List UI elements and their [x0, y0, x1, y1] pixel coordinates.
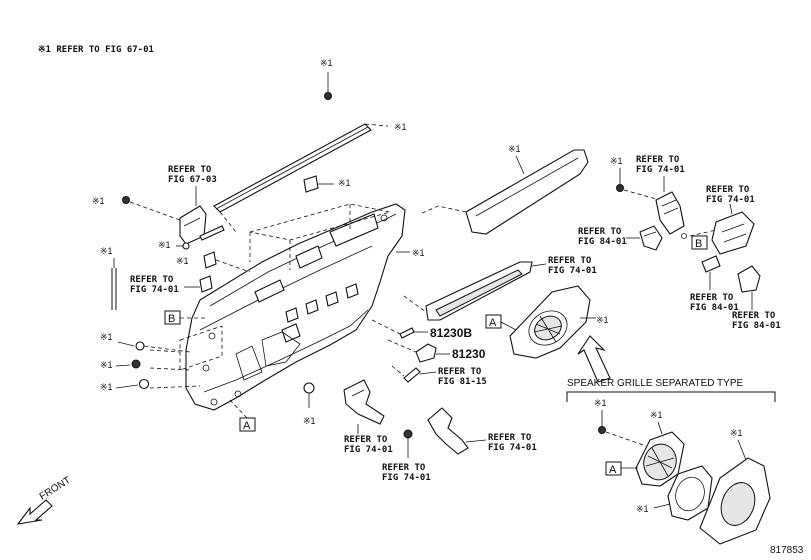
box-a-bottom-label: A — [243, 420, 251, 432]
screw-top-right — [616, 168, 661, 201]
ref-fig-67-03-line1: REFER TO — [168, 165, 212, 175]
arrow-up-icon — [577, 335, 611, 383]
upper-ornament — [419, 149, 589, 235]
ref-fig-74-01-bot1-line1: REFER TO — [344, 435, 388, 445]
clip-1 — [135, 341, 191, 353]
ref-fig-74-01-tr1-line1: REFER TO — [636, 155, 680, 165]
mark-speaker-grille: ※1 — [596, 315, 609, 325]
mark-weatherstrip: ※1 — [394, 122, 407, 132]
stud-left — [111, 258, 117, 310]
top-clip — [324, 72, 332, 100]
box-b-left — [164, 310, 181, 325]
clip-3 — [138, 378, 150, 390]
section-title: SPEAKER GRILLE SEPARATED TYPE — [567, 378, 744, 389]
mark-top-clip: ※1 — [320, 58, 333, 68]
ref-fig-84-01-c-line2: FIG 84-01 — [732, 321, 781, 331]
box-b-right-label: B — [695, 238, 702, 250]
connector-1 — [701, 255, 721, 290]
ref-fig-84-01-a-line2: FIG 84-01 — [578, 237, 627, 247]
mark-strip-clip: ※1 — [338, 178, 351, 188]
lower-bracket — [343, 379, 385, 425]
ref-fig-74-01-bot2-line1: REFER TO — [382, 463, 426, 473]
figure-id: 817853 — [770, 545, 804, 556]
lamp-socket — [391, 365, 421, 383]
handle-bracket — [179, 205, 225, 245]
sep-grille-mesh — [635, 431, 685, 487]
ref-fig-67-03-line2: FIG 67-03 — [168, 175, 217, 185]
weatherstrip — [213, 123, 389, 233]
sep-grille-cover — [699, 457, 771, 545]
ref-fig-74-01-bot2-line2: FIG 74-01 — [382, 473, 431, 483]
part-81230b: 81230B — [430, 326, 472, 340]
clip-2 — [131, 359, 141, 369]
mark-sep-cover: ※1 — [730, 428, 743, 438]
box-a-grille-label: A — [489, 317, 497, 329]
ref-fig-84-01-b-line1: REFER TO — [690, 293, 734, 303]
switch-base-tr — [655, 191, 687, 239]
mark-upper-ornament: ※1 — [508, 144, 521, 154]
part-81230: 81230 — [452, 347, 486, 361]
header-note: ※1 REFER TO FIG 67-01 — [38, 45, 154, 55]
ref-fig-74-01-bot3-line1: REFER TO — [488, 433, 532, 443]
box-a-grille — [485, 314, 502, 329]
ref-fig-84-01-c-line1: REFER TO — [732, 311, 776, 321]
connector-2 — [737, 265, 761, 310]
ref-fig-74-01-mid-line1: REFER TO — [548, 256, 592, 266]
mark-rod-clip: ※1 — [158, 240, 171, 250]
mark-small-fastener: ※1 — [176, 256, 189, 266]
ref-fig-74-01-left-line1: REFER TO — [130, 275, 174, 285]
ref-fig-81-15-line2: FIG 81-15 — [438, 377, 487, 387]
screw-left — [122, 196, 181, 221]
small-fastener — [203, 251, 251, 273]
mark-clip-1: ※1 — [100, 332, 113, 342]
ref-fig-74-01-tr1-line2: FIG 74-01 — [636, 165, 685, 175]
box-a-sep-label: A — [609, 464, 617, 476]
front-arrow-icon — [16, 499, 53, 525]
ref-fig-84-01-a-line1: REFER TO — [578, 227, 622, 237]
mirror-switch — [639, 225, 663, 251]
box-a-bottom — [239, 417, 256, 432]
ref-fig-84-01-b-line2: FIG 84-01 — [690, 303, 739, 313]
ref-fig-74-01-bot3-line2: FIG 74-01 — [488, 443, 537, 453]
ref-fig-74-01-left-line2: FIG 74-01 — [130, 285, 179, 295]
armrest-upper-panel — [425, 261, 533, 321]
mark-screw-tr: ※1 — [610, 156, 623, 166]
clip-grommet — [184, 275, 213, 293]
speaker-grille — [509, 285, 591, 359]
strip-clip — [303, 175, 334, 193]
window-switch-tr — [711, 211, 755, 255]
mark-sep-screw: ※1 — [594, 398, 607, 408]
pull-handle-bracket — [427, 407, 469, 455]
screw-bottom — [403, 429, 413, 458]
box-b-left-label: B — [168, 313, 175, 325]
mark-sep-grille: ※1 — [650, 410, 663, 420]
ref-fig-74-01-bot1-line2: FIG 74-01 — [344, 445, 393, 455]
front-label: FRONT — [38, 475, 73, 503]
switch-81230b — [399, 327, 428, 339]
box-b-right — [691, 235, 708, 250]
mark-clip-3: ※1 — [100, 382, 113, 392]
mark-door-trim: ※1 — [412, 248, 425, 258]
mark-bottom-clip: ※1 — [303, 416, 316, 426]
door-trim-panel — [185, 203, 406, 411]
switch-81230 — [415, 343, 450, 363]
ref-fig-74-01-tr2-line2: FIG 74-01 — [706, 195, 755, 205]
mark-clip-2: ※1 — [100, 360, 113, 370]
box-a-sep — [605, 461, 622, 476]
mark-sep-frame: ※1 — [636, 504, 649, 514]
ref-fig-74-01-tr2-line1: REFER TO — [706, 185, 750, 195]
sep-screw — [598, 410, 647, 447]
ref-fig-81-15-line1: REFER TO — [438, 367, 482, 377]
mark-stud-left: ※1 — [100, 246, 113, 256]
rod-clip — [176, 242, 190, 250]
sep-grille-frame — [667, 465, 713, 521]
mark-screw-left: ※1 — [92, 196, 105, 206]
ref-fig-74-01-mid-line2: FIG 74-01 — [548, 266, 597, 276]
bottom-clip — [303, 382, 315, 408]
